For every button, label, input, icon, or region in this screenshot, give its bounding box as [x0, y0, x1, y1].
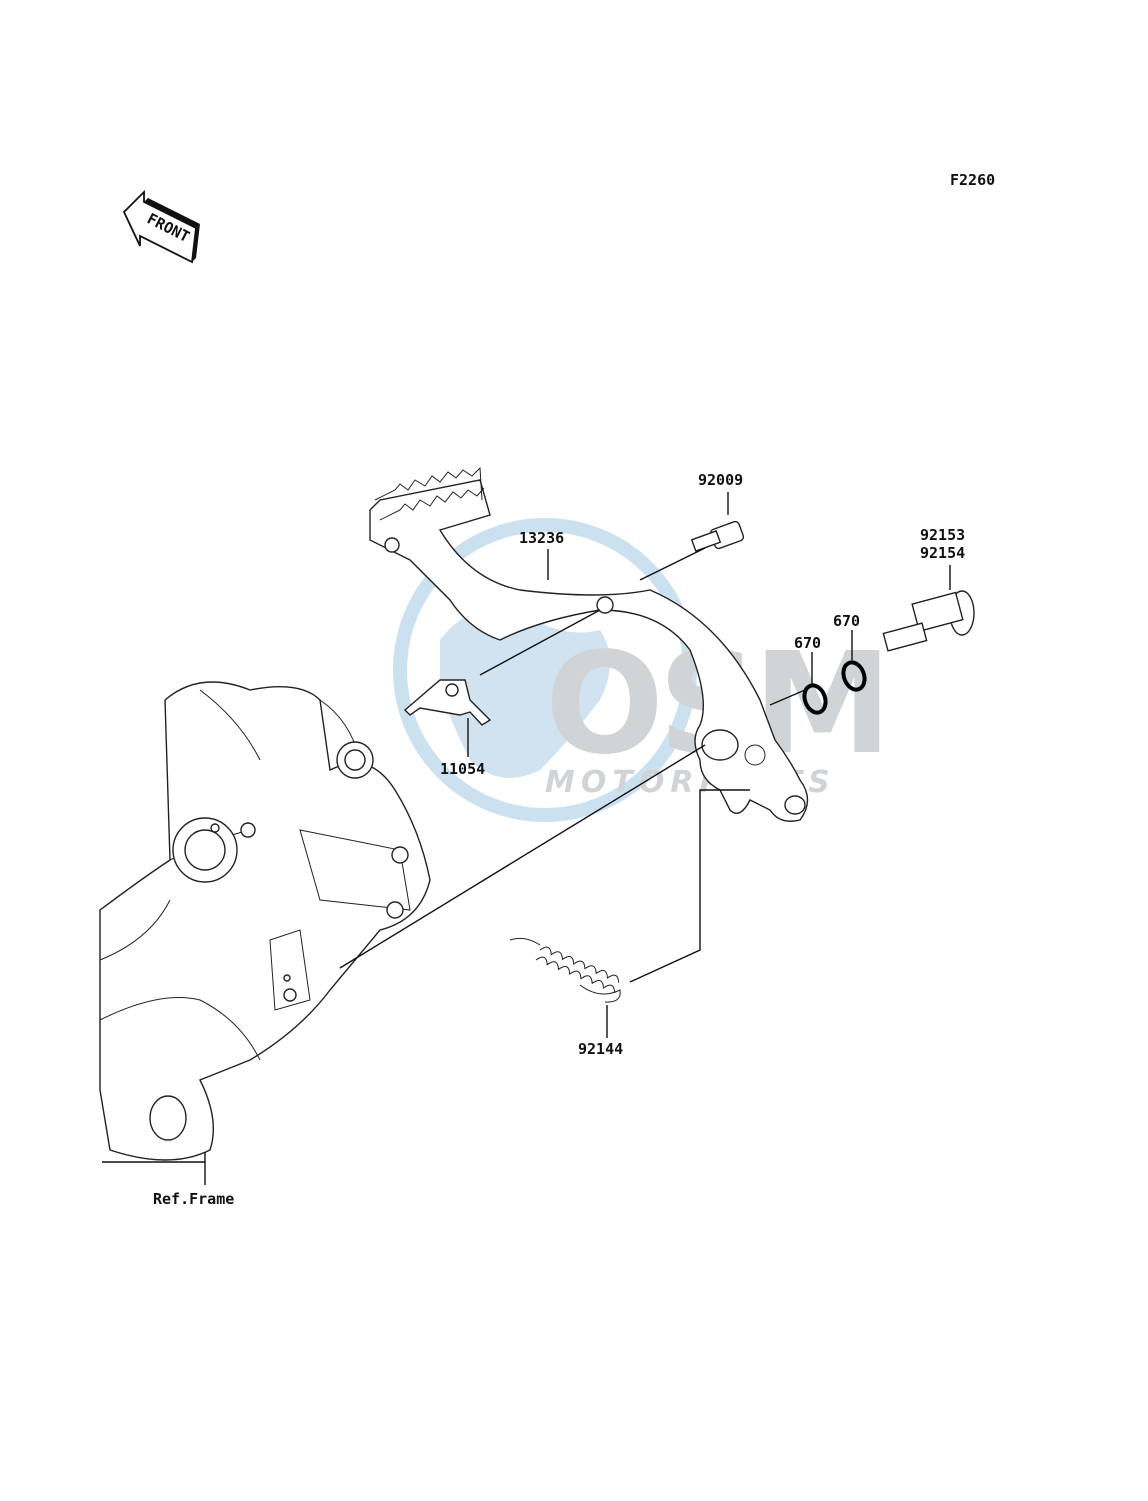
- part-number-92144: 92144: [578, 1040, 623, 1058]
- part-number-11054: 11054: [440, 760, 485, 778]
- part-number-92009: 92009: [698, 471, 743, 489]
- spring-part-92144: [509, 937, 621, 1003]
- part-number-670-b: 670: [833, 612, 860, 630]
- part-number-670-a: 670: [794, 634, 821, 652]
- diagram-code: F2260: [950, 171, 995, 189]
- pivot-shaft-part: [882, 590, 975, 652]
- ref-frame-label: Ref.Frame: [153, 1190, 234, 1208]
- part-number-13236: 13236: [519, 529, 564, 547]
- part-number-92154: 92154: [920, 544, 965, 562]
- watermark-globe-land: [440, 608, 610, 778]
- o-ring-part-670-a: [802, 683, 828, 715]
- watermark-globe-ring: [393, 518, 697, 822]
- o-ring-part-670-b: [841, 660, 867, 692]
- front-direction-arrow-icon: FRONT: [122, 189, 200, 264]
- part-number-92153: 92153: [920, 526, 965, 544]
- bolt-part-92009: [690, 520, 745, 552]
- bracket-part-11054: [403, 679, 492, 726]
- frame-part: [99, 681, 431, 1161]
- leader-lines: [102, 492, 951, 1185]
